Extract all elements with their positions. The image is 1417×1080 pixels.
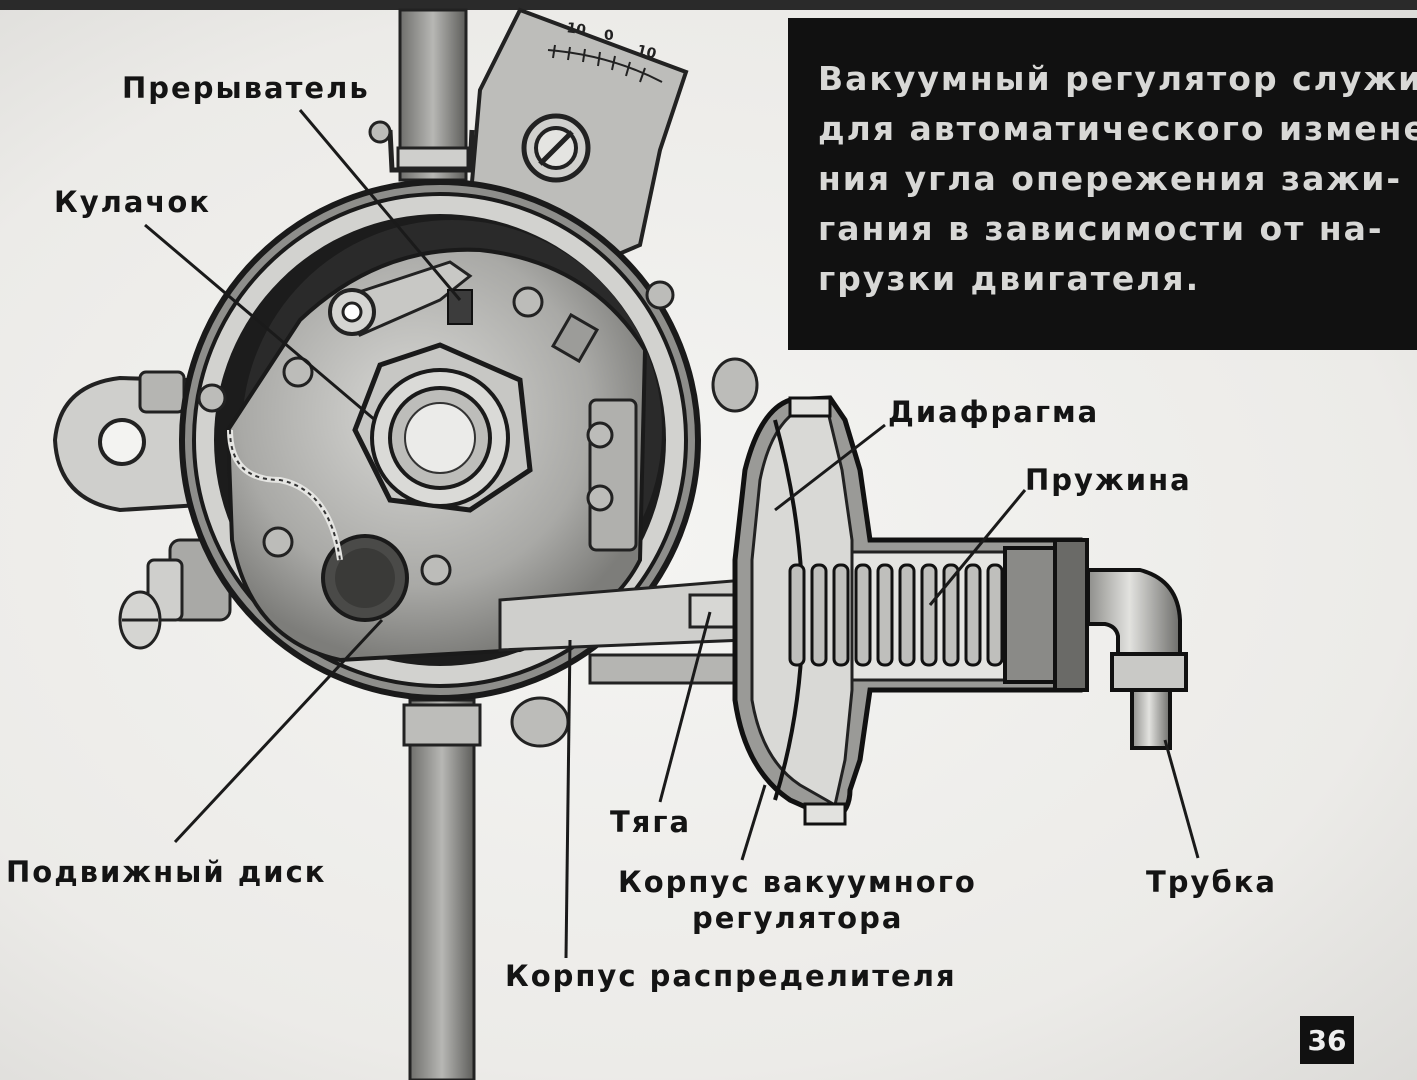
scale-tick-right: 10 — [635, 42, 658, 62]
label-tube: Трубка — [1146, 865, 1277, 899]
label-spring: Пружина — [1025, 463, 1192, 497]
caption-line-2: для автоматического измене- — [818, 109, 1417, 148]
label-diaphragm: Диафрагма — [888, 395, 1100, 429]
caption-line-4: гания в зависимости от на- — [818, 209, 1384, 248]
caption-line-5: грузки двигателя. — [818, 259, 1201, 298]
caption-box: Вакуумный регулятор служит для автоматич… — [788, 18, 1417, 350]
mounting-ear — [52, 370, 203, 513]
film-edge — [0, 0, 1417, 10]
scale-tick-center: 0 — [604, 28, 614, 44]
caption-line-3: ния угла опережения зажи- — [818, 159, 1403, 198]
vacuum-regulator — [732, 395, 1089, 826]
label-distributor-housing: Корпус распределителя — [505, 959, 957, 993]
label-moving-disk: Подвижный диск — [6, 855, 327, 889]
label-breaker: Прерыватель — [122, 71, 370, 105]
label-vacuum-housing-line2: регулятора — [692, 901, 904, 935]
scale-tick-left: 10 — [565, 20, 587, 39]
label-vacuum-housing-line1: Корпус вакуумного — [618, 865, 977, 899]
page-number: 36 — [1300, 1016, 1354, 1064]
clamp-bar-bottom — [402, 698, 482, 1080]
clamp-bar-top — [387, 8, 475, 182]
caption-line-1: Вакуумный регулятор служит — [818, 59, 1417, 98]
label-cam: Кулачок — [54, 185, 211, 219]
vacuum-tube — [1086, 568, 1188, 750]
leader-lines — [144, 109, 1200, 959]
distributor-body — [179, 120, 759, 748]
label-rod: Тяга — [610, 805, 692, 839]
